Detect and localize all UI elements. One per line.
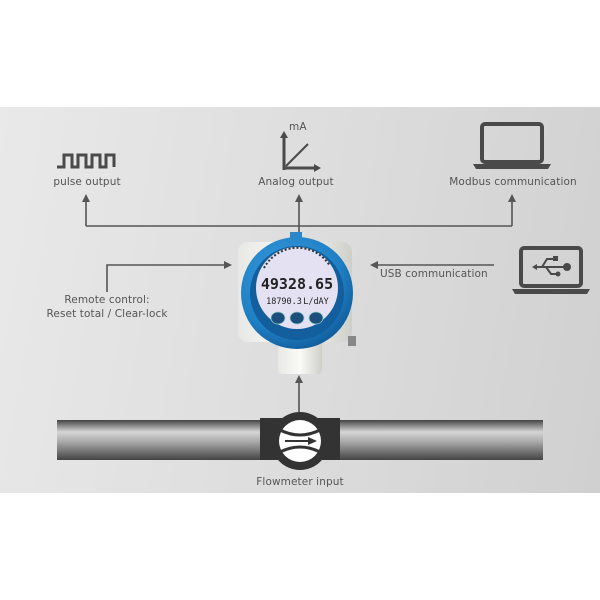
flowmeter-icon	[260, 412, 340, 470]
ma-unit-label: mA	[289, 121, 307, 133]
square-wave-icon	[57, 153, 116, 169]
usb-laptop-icon	[512, 246, 590, 294]
ma-graph-icon	[280, 131, 321, 172]
usb-icon	[532, 256, 571, 277]
flow-indicator-device: 49328.65 18790.3 L/dAY	[238, 232, 356, 374]
device-button-right	[308, 311, 324, 325]
usb-communication-label: USB communication	[380, 268, 488, 280]
remote-control-sublabel: Reset total / Clear-lock	[46, 308, 168, 320]
lcd-secondary-value: 18790.3	[266, 297, 302, 307]
lcd-main-value: 49328.65	[261, 275, 333, 293]
modbus-communication-label: Modbus communication	[449, 176, 577, 188]
flowmeter-input-label: Flowmeter input	[256, 476, 344, 488]
device-button-middle	[289, 311, 305, 325]
lcd-display	[256, 247, 338, 329]
analog-output-label: Analog output	[258, 176, 334, 188]
pulse-output-label: pulse output	[53, 176, 121, 188]
device-button-left	[270, 311, 286, 325]
remote-control-label: Remote control:	[64, 294, 150, 306]
lcd-unit: L/dAY	[303, 297, 329, 307]
laptop-icon	[473, 122, 551, 169]
